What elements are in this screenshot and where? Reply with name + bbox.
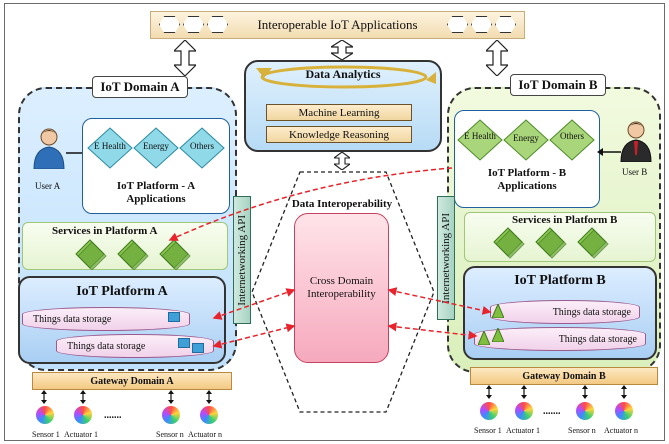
cross-domain-box: Cross Domain Interoperability <box>294 213 389 363</box>
device-arrows-a <box>41 390 212 404</box>
triangle-icon <box>492 304 504 318</box>
app-diamonds-a <box>82 126 230 170</box>
triangle-icon <box>478 331 490 345</box>
knowledge-reasoning-box: Knowledge Reasoning <box>266 126 412 143</box>
storage-a-1: Things data storage <box>22 307 190 331</box>
diagram-frame <box>4 3 665 441</box>
hexagon-icon <box>183 16 204 33</box>
app-diamonds-b <box>454 118 600 162</box>
device-ellipsis-a: ....... <box>104 410 122 421</box>
machine-learning-box: Machine Learning <box>266 104 412 121</box>
device-arrows-b <box>486 385 627 399</box>
rectangle-icon <box>168 312 180 322</box>
services-b-title: Services in Platform B <box>512 214 618 226</box>
interoperability-hexagon <box>251 171 435 413</box>
double-arrow-icon <box>334 152 350 170</box>
sensor-icon <box>480 402 498 420</box>
services-b-box <box>464 212 656 262</box>
hexagon-icon <box>447 16 468 33</box>
services-a-title: Services in Platform A <box>52 225 158 237</box>
app-label-energy-a: Energy <box>143 141 169 151</box>
hexagon-icon <box>207 16 228 33</box>
device-label-b-2: Actuator 1 <box>506 426 540 435</box>
hexagon-icon <box>159 16 180 33</box>
rectangle-icon <box>178 338 190 348</box>
cross-domain-label: Cross Domain Interoperability <box>307 275 376 300</box>
gateway-b: Gateway Domain B <box>470 367 658 385</box>
platform-a-apps-title: IoT Platform - A Applications <box>116 180 196 205</box>
platform-b-title: IoT Platform B <box>514 273 606 288</box>
actuator-icon <box>615 402 633 420</box>
sensor-icon <box>36 406 54 424</box>
domain-a-label: IoT Domain A <box>92 76 188 98</box>
storage-b-1: Things data storage <box>490 300 640 324</box>
app-label-ehealth-b: E Health <box>464 131 496 141</box>
hexagon-group-right <box>447 16 516 33</box>
orbit-arrow-icon <box>256 65 436 89</box>
sensor-icon <box>576 402 594 420</box>
user-a-label: User A <box>35 181 61 191</box>
platform-b-apps-title: IoT Platform - B Applications <box>487 167 567 192</box>
interoperable-apps-label: Interoperable IoT Applications <box>257 17 418 32</box>
user-b-icon <box>619 120 653 163</box>
device-label-a-1: Sensor 1 <box>32 430 60 439</box>
app-label-others-a: Others <box>190 141 214 151</box>
user-a-icon <box>32 127 66 170</box>
gateway-a: Gateway Domain A <box>32 372 232 390</box>
hexagon-icon <box>495 16 516 33</box>
storage-a-2-label: Things data storage <box>67 340 146 352</box>
storage-a-1-label: Things data storage <box>33 313 112 325</box>
double-arrow-icon <box>174 40 196 76</box>
storage-b-2: Things data storage <box>474 327 646 351</box>
actuator-icon <box>515 402 533 420</box>
actuator-icon <box>200 406 218 424</box>
domain-b-label: IoT Domain B <box>510 74 606 96</box>
device-label-b-4: Actuator n <box>604 426 638 435</box>
storage-b-1-label: Things data storage <box>552 306 631 318</box>
user-b-label: User B <box>622 167 648 177</box>
actuator-icon <box>74 406 92 424</box>
device-label-b-1: Sensor 1 <box>474 426 502 435</box>
device-label-b-3: Sensor n <box>568 426 596 435</box>
sensor-icon <box>162 406 180 424</box>
service-diamonds-b <box>492 226 622 265</box>
double-arrow-icon <box>331 40 353 60</box>
service-diamonds-a <box>74 238 204 275</box>
rectangle-icon <box>192 343 204 353</box>
double-arrow-icon <box>486 40 508 76</box>
arrow-icon <box>597 148 621 156</box>
hexagon-icon <box>471 16 492 33</box>
platform-a-title: IoT Platform A <box>76 284 168 299</box>
triangle-icon <box>492 328 504 342</box>
device-label-a-4: Actuator n <box>188 430 222 439</box>
data-interoperability-title: Data Interoperability <box>291 198 393 210</box>
data-analytics-title: Data Analytics <box>305 67 381 81</box>
storage-b-2-label: Things data storage <box>558 333 637 345</box>
app-label-others-b: Others <box>560 131 584 141</box>
device-label-a-2: Actuator 1 <box>64 430 98 439</box>
hexagon-group-left <box>159 16 228 33</box>
app-label-energy-b: Energy <box>513 133 539 143</box>
device-ellipsis-b: ....... <box>543 406 561 417</box>
interoperable-apps-bar: Interoperable IoT Applications <box>150 11 525 39</box>
app-label-ehealth-a: E Health <box>94 141 126 151</box>
device-label-a-3: Sensor n <box>156 430 184 439</box>
